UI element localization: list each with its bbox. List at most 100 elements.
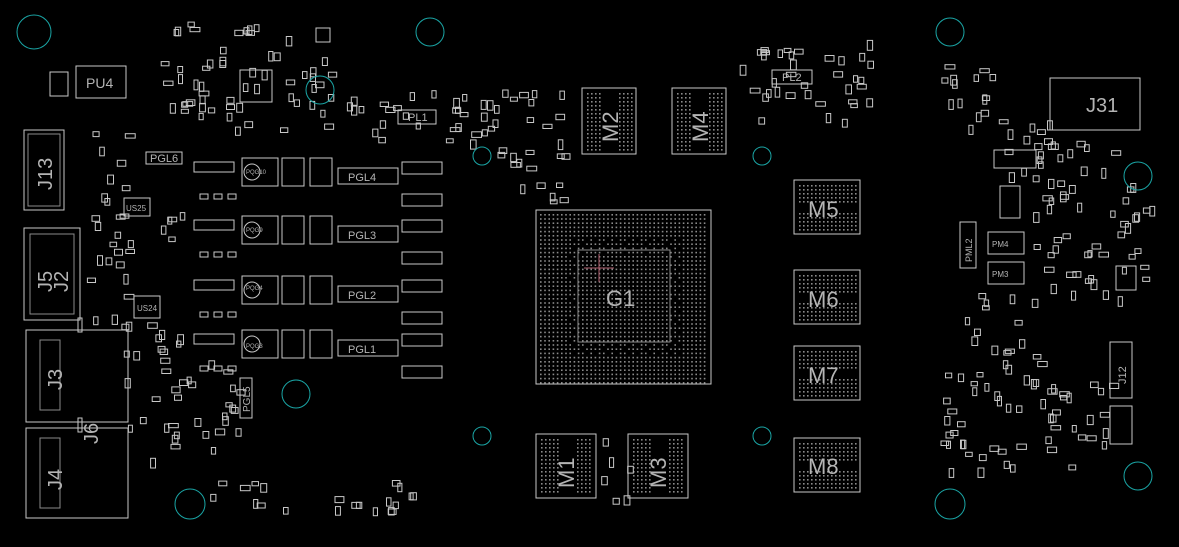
gpu-ball — [624, 277, 626, 279]
gpu-ball — [691, 319, 693, 321]
gpu-ball — [691, 264, 693, 266]
ic-label-pu4: PU4 — [86, 75, 113, 91]
gpu-ball — [687, 348, 689, 350]
gpu-ball — [645, 373, 647, 376]
memory-ball — [545, 443, 547, 445]
gpu-ball — [598, 277, 601, 279]
passive-component — [525, 149, 535, 155]
memory-ball — [577, 471, 579, 473]
gpu-ball — [682, 369, 685, 371]
gpu-ball — [645, 314, 647, 317]
gpu-ball — [573, 285, 576, 287]
memory-ball — [819, 193, 821, 195]
passive-component — [1007, 129, 1014, 140]
gpu-ball — [586, 235, 588, 237]
gpu-ball — [632, 373, 634, 376]
passive-component — [177, 66, 184, 74]
gpu-ball — [569, 365, 571, 367]
memory-ball — [799, 483, 801, 485]
gpu-ball — [645, 382, 647, 384]
gpu-ball — [556, 310, 559, 313]
gpu-ball — [661, 260, 664, 262]
memory-ball — [591, 121, 593, 123]
memory-label-m2: M2 — [598, 111, 623, 142]
passive-component — [179, 212, 186, 221]
passive-component — [1036, 156, 1043, 164]
gpu-ball — [548, 323, 550, 325]
memory-ball — [847, 303, 849, 305]
gpu-ball — [548, 340, 550, 342]
gpu-ball — [699, 293, 702, 296]
gpu-ball — [661, 251, 664, 254]
gpu-ball — [703, 256, 706, 258]
memory-ball — [851, 315, 853, 317]
memory-ball — [553, 459, 555, 461]
gpu-ball — [544, 340, 546, 342]
gpu-ball — [590, 335, 592, 338]
passive-component — [168, 216, 178, 223]
gpu-ball — [682, 327, 685, 329]
gpu-ball — [666, 377, 668, 380]
gpu-ball — [703, 340, 706, 342]
gpu-ball — [556, 218, 559, 220]
memory-ball — [839, 279, 841, 281]
gpu-ball — [619, 335, 622, 338]
gpu-ball — [590, 302, 592, 304]
memory-ball — [585, 467, 587, 469]
gpu-ball — [611, 356, 613, 359]
passive-component — [858, 76, 865, 85]
memory-ball — [823, 487, 825, 489]
gpu-ball — [556, 348, 559, 350]
gpu-ball — [674, 214, 676, 216]
memory-ball — [823, 447, 825, 449]
memory-ball — [843, 225, 845, 227]
gpu-ball — [674, 361, 676, 363]
gpu-ball — [607, 323, 609, 325]
gpu-ball — [561, 323, 563, 325]
gpu-ball — [678, 306, 681, 308]
gpu-ball — [586, 222, 588, 224]
gpu-ball — [691, 260, 693, 262]
gpu-ball — [666, 239, 668, 241]
memory-ball — [847, 311, 849, 313]
memory-ball — [545, 471, 547, 473]
memory-ball — [807, 363, 809, 365]
passive-component — [559, 90, 565, 100]
connector-label-j12: J12 — [1117, 366, 1129, 384]
memory-ball — [577, 491, 579, 493]
memory-ball — [851, 475, 853, 477]
gpu-ball — [645, 298, 647, 300]
gpu-ball — [703, 382, 706, 384]
gpu-ball — [582, 331, 584, 334]
gpu-ball — [552, 319, 555, 321]
passive-component — [230, 407, 239, 414]
gpu-ball — [590, 222, 592, 224]
memory-ball — [851, 487, 853, 489]
gpu-ball — [594, 243, 597, 245]
gpu-ball — [565, 235, 567, 237]
memory-ball — [541, 467, 543, 469]
memory-ball — [633, 483, 635, 485]
memory-ball — [851, 201, 853, 203]
gpu-ball — [594, 285, 597, 287]
memory-ball — [831, 363, 833, 365]
gpu-ball — [653, 256, 655, 258]
memory-ball — [851, 367, 853, 369]
gpu-ball — [699, 256, 702, 258]
gpu-ball — [703, 314, 706, 317]
memory-ball — [669, 475, 671, 477]
gpu-ball — [703, 281, 706, 283]
memory-ball — [645, 439, 647, 441]
memory-ball — [681, 129, 683, 131]
gpu-ball — [657, 226, 660, 229]
memory-ball — [623, 97, 625, 99]
passive-component — [393, 105, 402, 112]
passive-component — [1057, 154, 1064, 163]
passive-component — [214, 428, 226, 436]
passive-component — [123, 350, 130, 358]
memory-ball — [633, 451, 635, 453]
gpu-ball — [590, 281, 592, 283]
gpu-ball — [615, 268, 618, 271]
memory-ball — [709, 129, 711, 131]
gpu-ball — [666, 230, 668, 233]
